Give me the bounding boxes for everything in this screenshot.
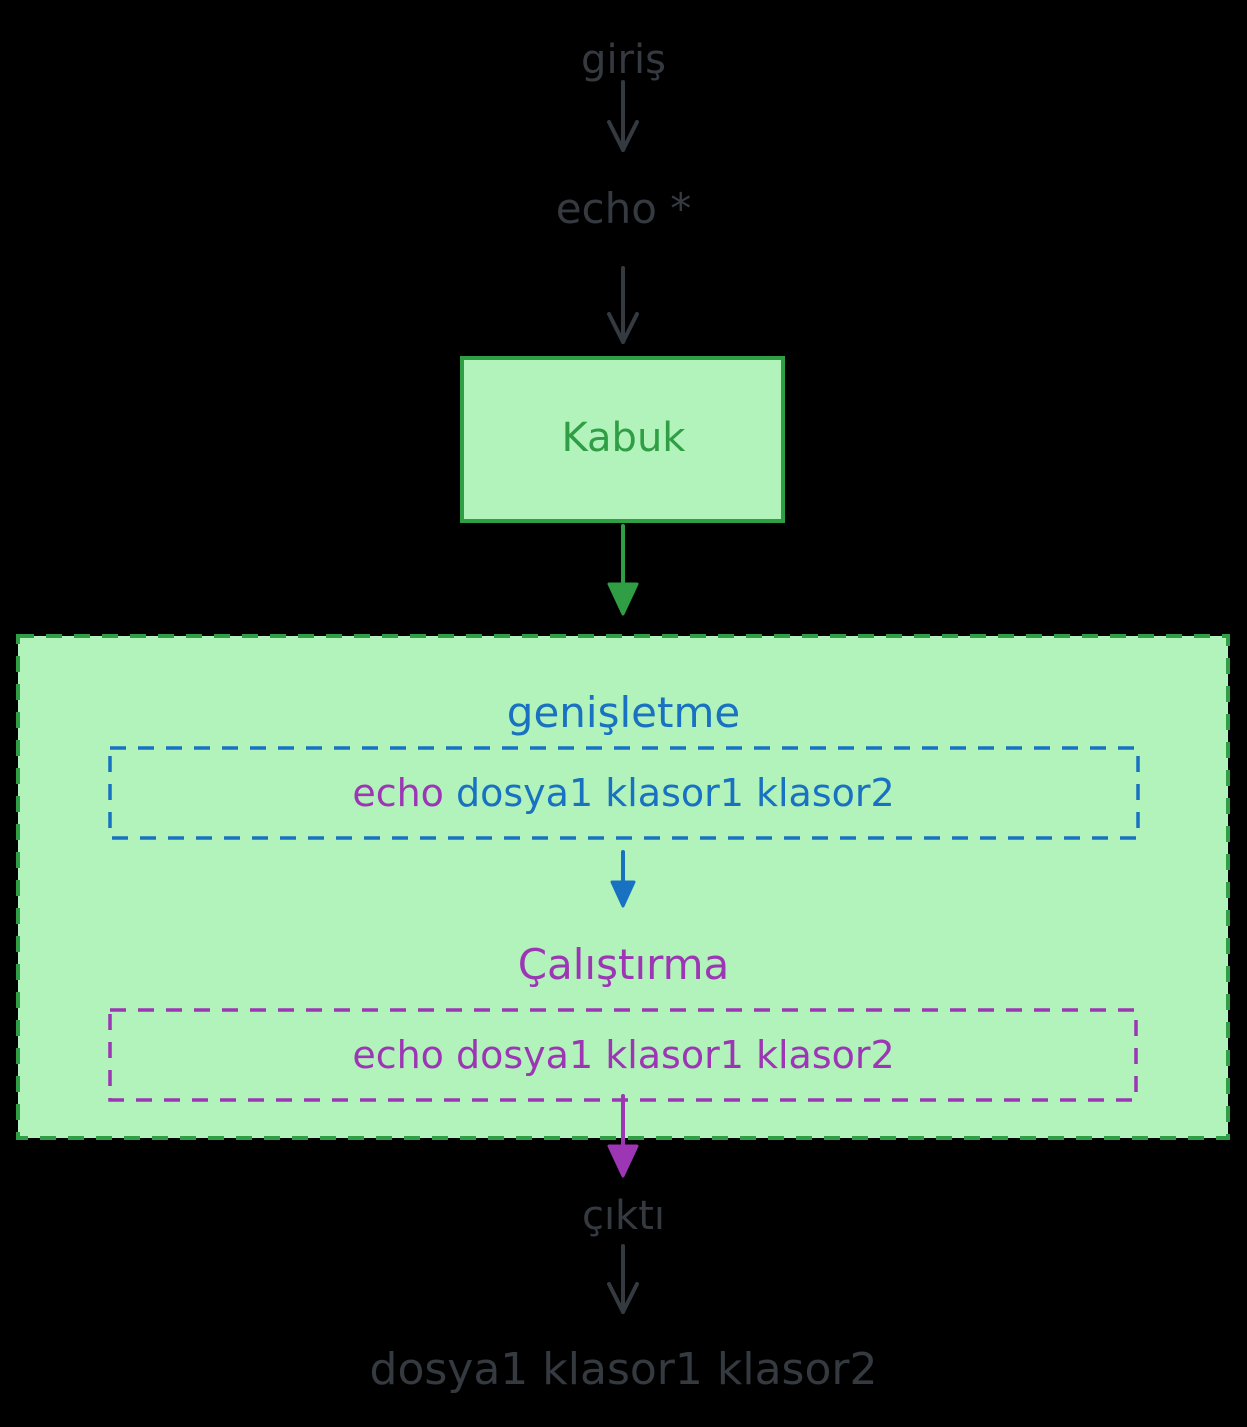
expansion-label: genişletme	[506, 688, 741, 737]
output-label: çıktı	[581, 1193, 666, 1239]
arrow-input-to-command	[607, 80, 639, 152]
expansion-box	[108, 746, 1140, 840]
shell-box-label: Kabuk	[561, 415, 686, 461]
expanded-command: echo dosya1 klasor1 klasor2	[0, 774, 1247, 812]
arrow-expansion-to-execution	[610, 850, 636, 908]
execution-label: Çalıştırma	[517, 940, 730, 989]
executed-command: echo dosya1 klasor1 klasor2	[352, 1033, 895, 1077]
arrow-command-to-shell	[607, 266, 639, 344]
input-label: giriş	[581, 37, 666, 83]
command-label: echo *	[555, 184, 692, 233]
result-text: dosya1 klasor1 klasor2	[369, 1344, 878, 1395]
expanded-command-args: dosya1 klasor1 klasor2	[456, 771, 895, 815]
arrow-execution-to-output	[607, 1094, 639, 1178]
arrow-output-to-result	[607, 1244, 639, 1314]
arrow-shell-to-process	[607, 524, 639, 616]
expanded-command-name: echo	[352, 771, 444, 815]
shell-box	[460, 356, 785, 523]
